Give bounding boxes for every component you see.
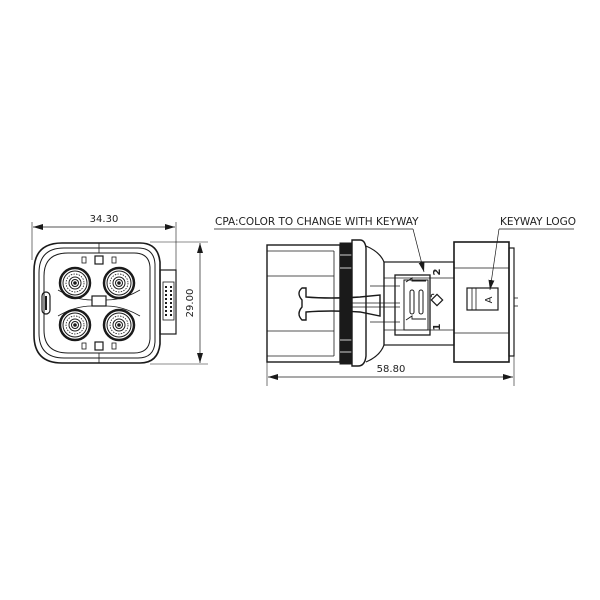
keyway-window: [466, 287, 499, 311]
contact-cavities: [58, 266, 136, 342]
length-dimension: [266, 356, 515, 386]
keyway-callout: [488, 228, 574, 291]
side-view: 2 1 A 58.80 CPA:COLOR: [214, 216, 576, 386]
height-dim-label: 29.00: [185, 289, 196, 318]
height-dimension: [150, 241, 208, 365]
cpa-callout: [214, 228, 425, 273]
keyway-note: KEYWAY LOGO: [500, 216, 576, 228]
front-view: 34.30 29.00: [31, 214, 208, 365]
pin-label-1: 1: [432, 323, 443, 330]
cpa-note: CPA:COLOR TO CHANGE WITH KEYWAY: [215, 216, 419, 228]
lock-logo-icon: [430, 293, 444, 307]
cpa-block: [394, 274, 431, 336]
pin-label-2: 2: [432, 268, 443, 275]
width-dim-label: 34.30: [90, 214, 119, 225]
length-dim-label: 58.80: [377, 364, 406, 375]
width-dimension: [31, 222, 177, 270]
keyway-letter: A: [484, 296, 495, 303]
